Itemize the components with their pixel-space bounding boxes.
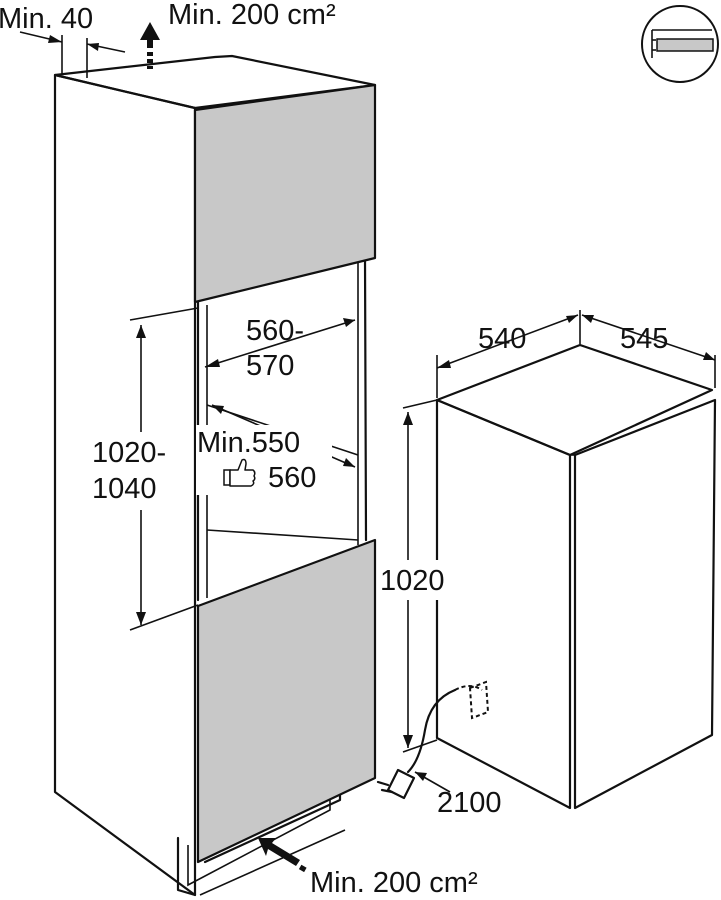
thumbs-up-icon — [223, 458, 256, 487]
cable-length-pointer — [414, 771, 451, 793]
bottom-vent-label: Min. 200 cm² — [310, 867, 478, 899]
appliance-width-dimension — [436, 310, 581, 398]
appliance-depth-label: 545 — [620, 323, 668, 355]
top-vent-label: Min. 200 cm² — [168, 0, 336, 31]
top-gap-dimension — [19, 31, 126, 78]
plug-icon — [376, 768, 416, 800]
power-cable — [406, 685, 483, 774]
niche-width-dimension — [204, 318, 356, 368]
fridge-appliance — [435, 343, 717, 810]
upper-furniture-door — [193, 83, 377, 304]
niche-depth-min-label: Min.550 — [197, 427, 300, 459]
installation-type-icon — [641, 5, 719, 83]
cable-length-label: 2100 — [437, 787, 502, 819]
appliance-height-label: 1020 — [380, 565, 445, 597]
appliance-depth-dimension — [581, 314, 716, 388]
niche-height-label-1: 1020- — [92, 437, 166, 469]
niche-width-label-2: 570 — [246, 350, 294, 382]
appliance-width-label: 540 — [478, 323, 526, 355]
niche-depth-recommended-label: 560 — [268, 462, 316, 494]
niche-width-label-1: 560- — [246, 315, 304, 347]
niche-height-label-2: 1040 — [92, 473, 157, 505]
arrow-in-icon — [258, 838, 307, 873]
top-gap-label: Min. 40 — [0, 3, 93, 35]
lower-furniture-door — [196, 538, 377, 864]
arrow-up-icon — [140, 22, 160, 69]
